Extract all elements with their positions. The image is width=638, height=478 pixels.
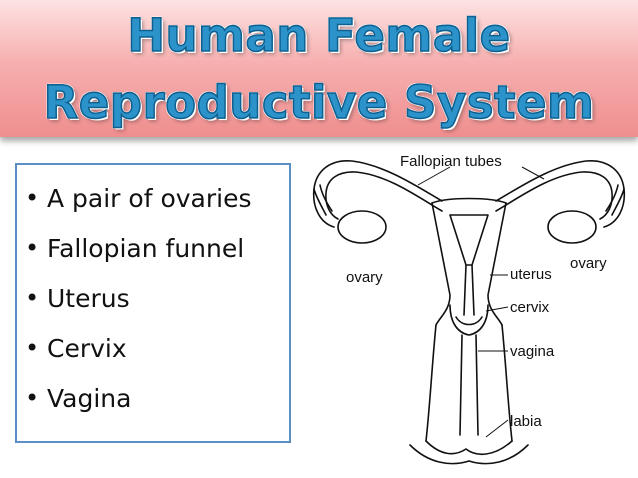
bullet-box: •A pair of ovaries •Fallopian funnel •Ut… [15,163,291,443]
label-vagina: vagina [510,343,555,360]
label-ovary-right: ovary [570,255,607,272]
uterus [431,202,507,326]
right-fallopian-tube [495,160,626,228]
bullet-dot: • [25,184,40,212]
left-ovary [337,210,387,244]
bullet-dot: • [25,234,40,262]
cervix [449,304,489,336]
bullet-text: Cervix [47,333,127,363]
bullet-dot: • [25,334,40,362]
bullet-text: A pair of ovaries [47,183,252,213]
bullet-list: •A pair of ovaries •Fallopian funnel •Ut… [25,173,252,423]
title-line-2: Reproductive System [43,75,595,130]
vagina [425,324,513,442]
left-fallopian-tube [312,160,443,228]
bullet-dot: • [25,384,40,412]
bullet-item: •Fallopian funnel [25,223,252,273]
bullet-item: •Vagina [25,373,252,423]
right-ovary [547,210,597,244]
bullet-dot: • [25,284,40,312]
bullet-text: Uterus [47,283,130,313]
anatomy-drawing [312,160,626,465]
bullet-item: •Uterus [25,273,252,323]
title-banner: Human Female Reproductive System [0,0,638,137]
label-fallopian-tubes: Fallopian tubes [400,153,502,170]
bullet-text: Fallopian funnel [47,233,245,263]
label-ovary-left: ovary [346,269,383,286]
reproductive-diagram: Fallopian tubes ovary ovary uterus cervi… [300,145,638,478]
bullet-text: Vagina [47,383,132,413]
bullet-item: •Cervix [25,323,252,373]
label-labia: labia [510,413,542,430]
title-line-1: Human Female [127,8,511,63]
labia [425,440,513,456]
bullet-item: •A pair of ovaries [25,173,252,223]
label-uterus: uterus [510,266,552,283]
label-cervix: cervix [510,299,550,316]
